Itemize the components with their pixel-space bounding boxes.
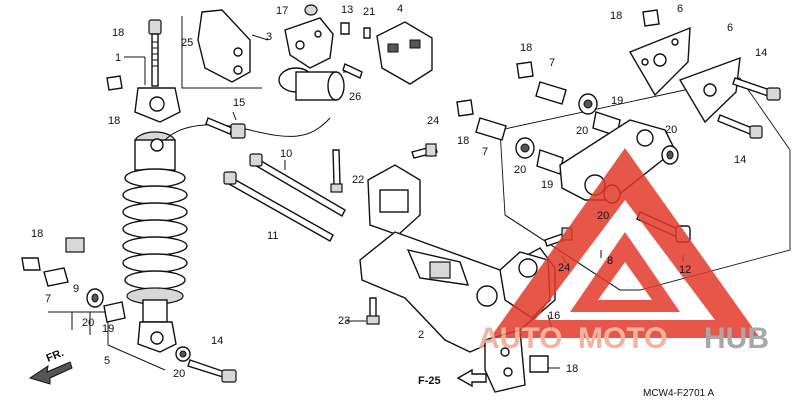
callout-19: 19 xyxy=(611,95,623,107)
callout-25: 25 xyxy=(181,37,193,49)
front-direction-label: FR. xyxy=(45,347,66,365)
callout-7: 7 xyxy=(549,57,555,69)
callout-8: 8 xyxy=(607,255,613,267)
left-small-parts xyxy=(21,237,126,385)
callout-24: 24 xyxy=(427,115,439,127)
coil-spring xyxy=(122,168,188,290)
callout-7: 7 xyxy=(482,146,488,158)
watermark-text-hub: HUB xyxy=(704,322,769,355)
top-left-nut xyxy=(106,75,123,91)
callout-19: 19 xyxy=(102,323,114,335)
callout-18: 18 xyxy=(457,135,469,147)
callout-5: 5 xyxy=(104,355,110,367)
callout-17: 17 xyxy=(276,5,288,17)
callout-20: 20 xyxy=(597,210,609,222)
callout-20: 20 xyxy=(173,368,185,380)
watermark-text-auto: AUTO xyxy=(478,322,562,355)
watermark-logo: AUTO MOTO HUB xyxy=(478,148,769,355)
callout-15: 15 xyxy=(233,97,245,109)
watermark-text-moto: MOTO xyxy=(578,322,667,355)
upper-brackets xyxy=(197,4,433,139)
callout-21: 21 xyxy=(363,6,375,18)
callout-10: 10 xyxy=(280,148,292,160)
reference-arrow xyxy=(456,368,487,388)
callout-9: 9 xyxy=(73,283,79,295)
callout-6: 6 xyxy=(727,22,733,34)
callout-23: 23 xyxy=(338,315,350,327)
callout-18: 18 xyxy=(112,27,124,39)
callout-4: 4 xyxy=(397,3,403,15)
callout-14: 14 xyxy=(211,335,223,347)
callout-13: 13 xyxy=(341,4,353,16)
callout-16: 16 xyxy=(548,310,560,322)
callout-19: 19 xyxy=(541,179,553,191)
callout-18: 18 xyxy=(566,363,578,375)
lower-shock-bolt xyxy=(175,346,237,383)
callout-18: 18 xyxy=(31,228,43,240)
callout-18: 18 xyxy=(108,115,120,127)
callout-2: 2 xyxy=(418,329,424,341)
callout-1: 1 xyxy=(115,52,121,64)
callout-14: 14 xyxy=(734,154,746,166)
callout-26: 26 xyxy=(349,91,361,103)
callout-18: 18 xyxy=(610,10,622,22)
callout-11: 11 xyxy=(267,230,278,242)
callout-18: 18 xyxy=(520,42,532,54)
callout-3: 3 xyxy=(266,31,272,43)
callout-20: 20 xyxy=(665,124,677,136)
callout-7: 7 xyxy=(45,293,51,305)
callout-20: 20 xyxy=(576,125,588,137)
reference-page-label: F-25 xyxy=(418,375,441,387)
callout-24: 24 xyxy=(558,262,570,274)
callout-20: 20 xyxy=(514,164,526,176)
callout-14: 14 xyxy=(755,47,767,59)
drawing-code: MCW4-F2701 A xyxy=(643,388,714,399)
callout-6: 6 xyxy=(677,3,683,15)
rear-shock-absorber xyxy=(122,19,331,353)
callout-22: 22 xyxy=(352,174,364,186)
callout-12: 12 xyxy=(679,264,691,276)
long-bolts xyxy=(223,143,438,242)
callout-20: 20 xyxy=(82,317,94,329)
